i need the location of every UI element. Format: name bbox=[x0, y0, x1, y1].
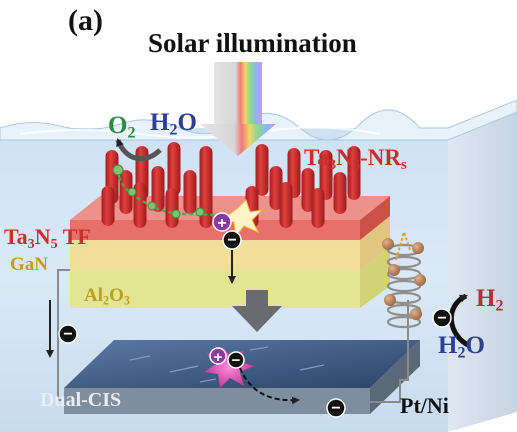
nanorod bbox=[183, 170, 197, 214]
diagram-title: Solar illumination bbox=[148, 28, 357, 58]
al2o3-layer-side bbox=[360, 246, 390, 308]
transfer-arrow bbox=[232, 290, 282, 332]
ta3n5-nanorods-label: Ta3N5-NRs bbox=[304, 145, 407, 174]
electron-charge-wire-left bbox=[58, 324, 78, 344]
electron-migration-arrow bbox=[239, 367, 300, 405]
panel-label: (a) bbox=[68, 4, 103, 37]
nanorod bbox=[255, 144, 269, 196]
electron-charge-rods bbox=[222, 230, 242, 250]
electron-charge-cis-sign: − bbox=[232, 352, 241, 369]
external-wire bbox=[57, 269, 409, 403]
nanorod bbox=[311, 188, 325, 228]
electron-charge-coil-sign: − bbox=[437, 310, 446, 327]
nanorod bbox=[347, 146, 361, 200]
electron-charge-cis bbox=[227, 351, 245, 369]
dual-cis-texture bbox=[129, 346, 325, 383]
dual-cis-front bbox=[64, 388, 370, 414]
nanorod bbox=[269, 166, 283, 210]
solar-beam bbox=[214, 62, 262, 126]
nanorod bbox=[101, 186, 115, 226]
nanorod bbox=[301, 168, 315, 212]
transport-dots bbox=[112, 164, 205, 219]
nanorod bbox=[319, 150, 333, 200]
nanorod bbox=[167, 142, 181, 196]
pt-ni-nanoparticles bbox=[382, 238, 426, 320]
electron-charge-coil bbox=[432, 308, 452, 328]
ta3n5-thin-film-label: Ta3N5 TF bbox=[4, 224, 91, 252]
electron-charge-wire-right-sign: − bbox=[331, 400, 340, 417]
al2o3-label: Al2O3 bbox=[84, 285, 130, 308]
gan-label: GaN bbox=[10, 254, 48, 275]
h2-label: H2 bbox=[476, 285, 504, 315]
electron-charge-wire-right bbox=[326, 398, 346, 418]
electron-charge-rods-sign: − bbox=[227, 232, 236, 249]
hole-charge bbox=[212, 212, 232, 232]
coil-orange-arrow bbox=[395, 228, 411, 261]
solar-beam-arrowhead bbox=[200, 124, 276, 156]
pt-ni-label: Pt/Ni bbox=[400, 393, 449, 418]
hole-charge-cis bbox=[209, 347, 227, 365]
h2o-right-label: H2O bbox=[438, 332, 485, 362]
nanorod bbox=[151, 166, 165, 212]
water-ripple bbox=[19, 126, 381, 139]
nanorod bbox=[133, 182, 147, 228]
gan-layer bbox=[70, 240, 360, 270]
nanorod bbox=[119, 170, 133, 214]
nanorod bbox=[165, 188, 179, 228]
ta3n5-thin-film-side bbox=[360, 196, 390, 240]
al2o3-layer-front bbox=[70, 270, 360, 308]
o2-label: O2 bbox=[108, 112, 136, 142]
nanorod bbox=[199, 184, 213, 228]
dual-cis-label: Dual-CIS bbox=[40, 389, 122, 411]
hole-charge-sign: + bbox=[217, 215, 226, 232]
nanorod bbox=[333, 172, 347, 214]
h2o-top-label: H2O bbox=[150, 109, 197, 139]
water-side-face bbox=[448, 100, 517, 432]
nanorod bbox=[279, 182, 293, 228]
gan-layer-side bbox=[360, 216, 390, 270]
o2-evolution-arrow bbox=[115, 138, 162, 162]
electron-charge-wire-left-sign: − bbox=[63, 326, 72, 343]
hole-charge-cis-sign: + bbox=[214, 349, 223, 366]
h2-evolution-arrow bbox=[448, 293, 472, 349]
